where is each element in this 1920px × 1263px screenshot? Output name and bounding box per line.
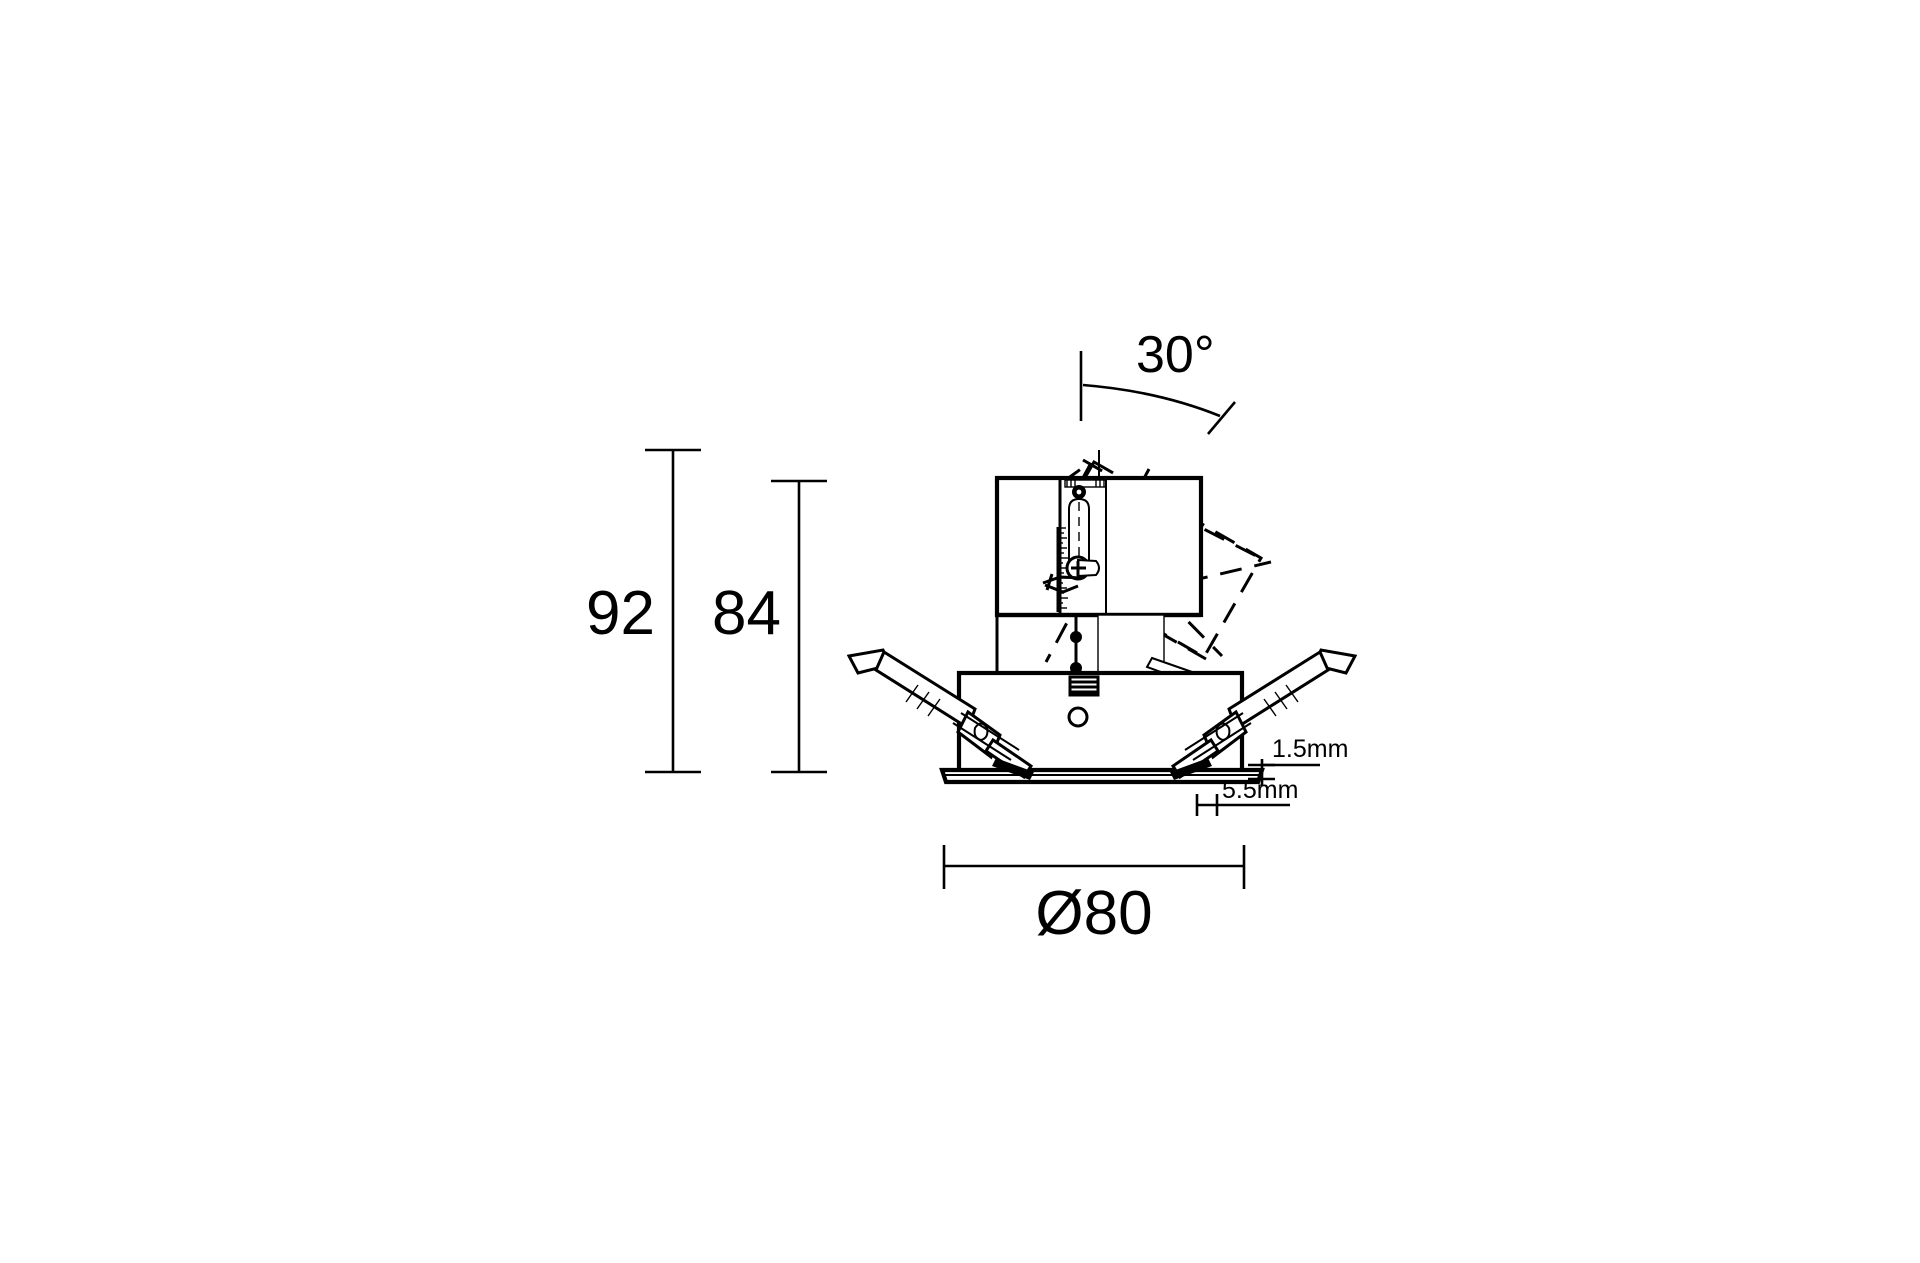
terminal-block-hole <box>1067 706 1089 728</box>
spring-clip-right <box>1170 648 1358 780</box>
trim-flange <box>939 767 1265 785</box>
dimension-trim-overhang: 5.5mm <box>1195 776 1298 816</box>
dimension-label-30deg: 30° <box>1136 326 1215 384</box>
screw-bracket-hatching <box>1066 480 1105 487</box>
spring-clip-right-pad <box>1170 758 1212 780</box>
dimension-label-92: 92 <box>586 579 655 648</box>
dimension-label-55mm: 5.5mm <box>1222 776 1298 804</box>
dimension-recess-height: 84 <box>712 479 827 774</box>
spring-clip-left-slot-b <box>960 712 1020 751</box>
angle-arrow-tick <box>1207 401 1236 435</box>
spring-clip-left-slot-a <box>952 722 1012 761</box>
adjustment-screw <box>1042 479 1107 612</box>
dimension-overall-height: 92 <box>586 448 701 774</box>
dimension-trim-thickness: 1.5mm <box>1248 735 1348 786</box>
pointer-arm-lower <box>1044 583 1079 594</box>
screw-top-bracket <box>1064 479 1107 488</box>
spring-clip-left-pad <box>992 758 1034 780</box>
spring-clip-left <box>846 648 1034 780</box>
dimension-tilt-angle: 30° <box>1079 326 1236 435</box>
pivot-lever <box>1077 558 1100 578</box>
pointer-tick <box>1045 573 1054 591</box>
screw-head-bore <box>1076 489 1082 495</box>
dimension-label-15mm: 1.5mm <box>1272 735 1348 763</box>
terminal-block <box>1067 675 1100 728</box>
dimension-outer-diameter: Ø80 <box>942 845 1246 948</box>
upper-housing <box>994 475 1204 618</box>
dimension-label-84: 84 <box>712 579 781 648</box>
angle-arc <box>1082 383 1221 418</box>
spring-clip-left-hatching <box>905 684 941 717</box>
spring-clip-right-slot-b <box>1184 712 1244 751</box>
upper-housing-outline <box>994 475 1204 618</box>
dimension-label-diameter: Ø80 <box>1035 879 1152 948</box>
spring-clip-right-slot-a <box>1192 722 1252 761</box>
spring-clip-right-hatching <box>1263 684 1299 717</box>
mid-housing-inner-box <box>1097 614 1165 674</box>
